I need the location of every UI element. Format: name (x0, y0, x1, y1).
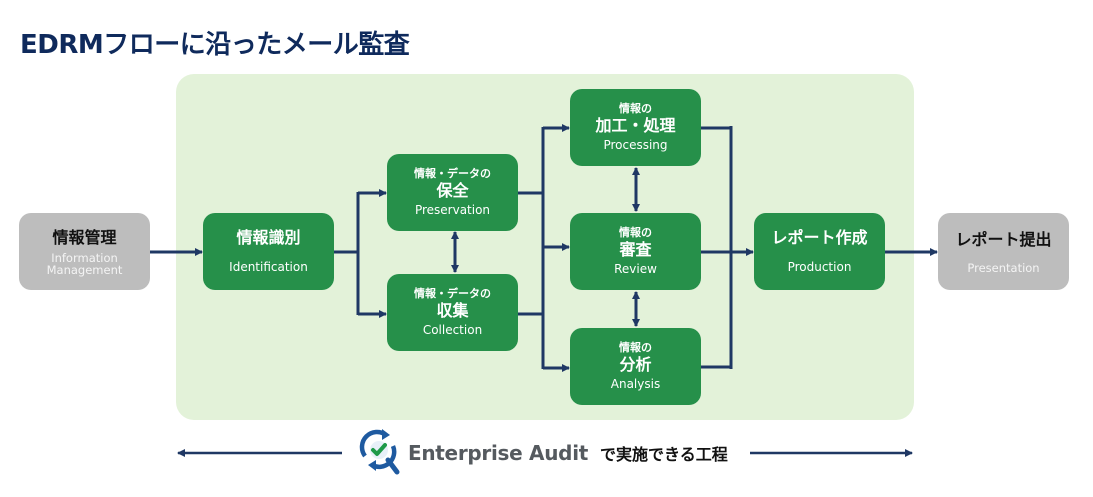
step-sub-label: Presentation (967, 260, 1040, 275)
caption-suffix: で実施できる工程 (600, 445, 728, 464)
step-sub-label: Analysis (610, 377, 661, 391)
step-main-label: 情報識別 (236, 228, 301, 247)
step-production: レポート作成 Production (754, 213, 885, 290)
brand-name: Enterprise Audit (408, 441, 589, 465)
step-identification: 情報識別 Identification (203, 213, 334, 290)
step-main-label: 保全 (436, 181, 469, 200)
step-main-label: レポート作成 (771, 228, 868, 247)
step-prefix-label: 情報の (619, 102, 652, 115)
step-main-label: 審査 (619, 240, 652, 259)
step-prefix-label: 情報の (619, 341, 652, 354)
step-review: 情報の 審査 Review (570, 213, 701, 290)
enterprise-audit-logo-icon (356, 426, 402, 480)
step-sub-label: Production (787, 260, 852, 274)
step-main-label: 分析 (619, 355, 652, 374)
step-sub-label: Processing (603, 138, 668, 152)
step-sub-label: Identification (229, 260, 308, 274)
step-sub-label: Information Management (46, 250, 123, 277)
step-prefix-label: 情報の (619, 226, 652, 239)
step-sub-label: Preservation (414, 203, 491, 217)
step-processing: 情報の 加工・処理 Processing (570, 89, 701, 166)
step-information-management: 情報管理 Information Management (19, 213, 150, 290)
step-main-label: レポート提出 (955, 229, 1052, 249)
step-main-label: 加工・処理 (595, 116, 676, 135)
step-sub-label: Collection (422, 323, 483, 337)
step-preservation: 情報・データの 保全 Preservation (387, 154, 518, 231)
step-main-label: 情報管理 (52, 227, 117, 247)
step-prefix-label: 情報・データの (414, 287, 491, 300)
step-main-label: 収集 (436, 301, 469, 320)
step-collection: 情報・データの 収集 Collection (387, 274, 518, 351)
step-presentation: レポート提出 Presentation (938, 213, 1069, 290)
enterprise-audit-caption: Enterprise Audit で実施できる工程 (356, 428, 728, 478)
step-sub-label: Review (614, 262, 657, 276)
step-analysis: 情報の 分析 Analysis (570, 328, 701, 405)
step-prefix-label: 情報・データの (414, 167, 491, 180)
page-title: EDRMフローに沿ったメール監査 (20, 30, 410, 60)
